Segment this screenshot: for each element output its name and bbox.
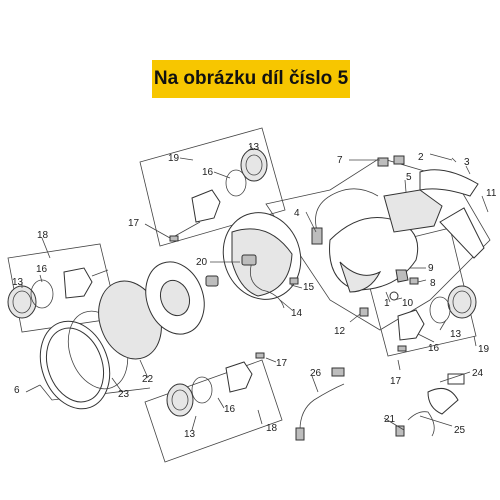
callout-3: 3	[464, 157, 470, 168]
connector-4	[311, 227, 323, 245]
clip-12	[359, 307, 369, 317]
right-signal-lens-ring	[452, 290, 472, 314]
callout-16-lower: 16	[224, 404, 236, 415]
callout-8: 8	[430, 278, 436, 289]
bulb-socket	[241, 254, 257, 266]
callout-16-upper: 16	[202, 167, 214, 178]
plate-light-25	[427, 387, 459, 415]
screw-17-lower	[255, 352, 265, 359]
group-frame-right	[359, 227, 477, 357]
lower-signal-lens	[166, 383, 194, 417]
screw-15	[289, 277, 299, 285]
group-frame-tail-assembly	[265, 157, 491, 331]
leader-lines	[21, 145, 489, 431]
plate-light-plug-21	[395, 425, 405, 437]
plate-light-wire-21	[407, 411, 435, 437]
right-signal-gasket	[429, 296, 451, 324]
headlight-bulb	[205, 275, 219, 287]
callout-16-left: 16	[36, 264, 48, 275]
callout-12: 12	[334, 326, 346, 337]
upper-signal-stem	[174, 221, 201, 237]
harness-26-plug	[295, 427, 305, 441]
tail-light-housing-5	[383, 189, 443, 233]
callout-16-right: 16	[428, 343, 440, 354]
headlight-housing-shell	[231, 228, 293, 297]
grommet-10	[389, 291, 399, 301]
tail-wiring-4	[315, 188, 379, 235]
tail-lens-3	[419, 169, 479, 197]
callout-9: 9	[428, 263, 434, 274]
bulb-7b	[393, 155, 405, 165]
callout-13-left: 13	[12, 277, 24, 288]
right-signal-housing	[397, 309, 425, 341]
upper-signal-gasket	[225, 169, 247, 197]
callout-20: 20	[196, 257, 208, 268]
upper-signal-housing	[191, 189, 221, 223]
washer-8	[409, 277, 419, 285]
left-signal-housing	[63, 267, 93, 299]
bulb-7a	[377, 157, 389, 167]
nut-9	[395, 269, 409, 283]
lower-signal-housing	[225, 361, 253, 393]
callout-1: 1	[384, 298, 390, 309]
upper-signal-lens	[240, 148, 268, 182]
bracket-11	[439, 207, 485, 259]
callout-14: 14	[291, 308, 303, 319]
callout-5: 5	[406, 172, 412, 183]
screw-17-upper	[169, 235, 179, 242]
harness-26	[299, 383, 345, 431]
harness-26-connector	[331, 367, 345, 377]
left-signal-stem	[91, 269, 109, 277]
callout-23: 23	[118, 389, 130, 400]
callout-17-upper: 17	[128, 218, 140, 229]
callout-2: 2	[418, 152, 424, 163]
fender-underside	[339, 261, 382, 293]
callout-11: 11	[486, 188, 497, 199]
callout-22: 22	[142, 374, 154, 385]
callout-6: 6	[14, 385, 20, 396]
group-frame-lower	[144, 359, 283, 463]
reflector-center	[159, 279, 191, 317]
part-number-banner: Na obrázku díl číslo 5	[152, 60, 350, 98]
callout-26: 26	[310, 368, 322, 379]
callout-17-right: 17	[390, 376, 402, 387]
screw-17-right	[397, 345, 407, 352]
group-frame-upper	[139, 127, 286, 247]
callout-4: 4	[294, 208, 300, 219]
left-signal-gasket	[30, 279, 54, 309]
lower-signal-lens-ring	[171, 389, 189, 411]
callout-13-right: 13	[450, 329, 462, 340]
plate-light-bracket-24	[447, 373, 465, 385]
screw-2	[451, 157, 457, 163]
callout-7: 7	[337, 155, 343, 166]
callout-17-lower: 17	[276, 358, 288, 369]
callout-24: 24	[472, 368, 484, 379]
callout-21: 21	[384, 414, 396, 425]
callout-19-right: 19	[478, 344, 490, 355]
callout-19-upper: 19	[168, 153, 180, 164]
group-frame-headlight	[39, 384, 151, 401]
callout-13-upper: 13	[248, 142, 260, 153]
upper-signal-lens-ring	[245, 154, 263, 176]
callout-18-lower: 18	[266, 423, 278, 434]
callout-25: 25	[454, 425, 466, 436]
callout-18-left: 18	[37, 230, 49, 241]
callout-10: 10	[402, 298, 414, 309]
banner-text: Na obrázku díl číslo 5	[153, 68, 349, 89]
lower-signal-gasket	[191, 376, 213, 404]
callout-13-lower: 13	[184, 429, 196, 440]
left-signal-lens-ring	[12, 290, 32, 314]
callout-15: 15	[303, 282, 315, 293]
